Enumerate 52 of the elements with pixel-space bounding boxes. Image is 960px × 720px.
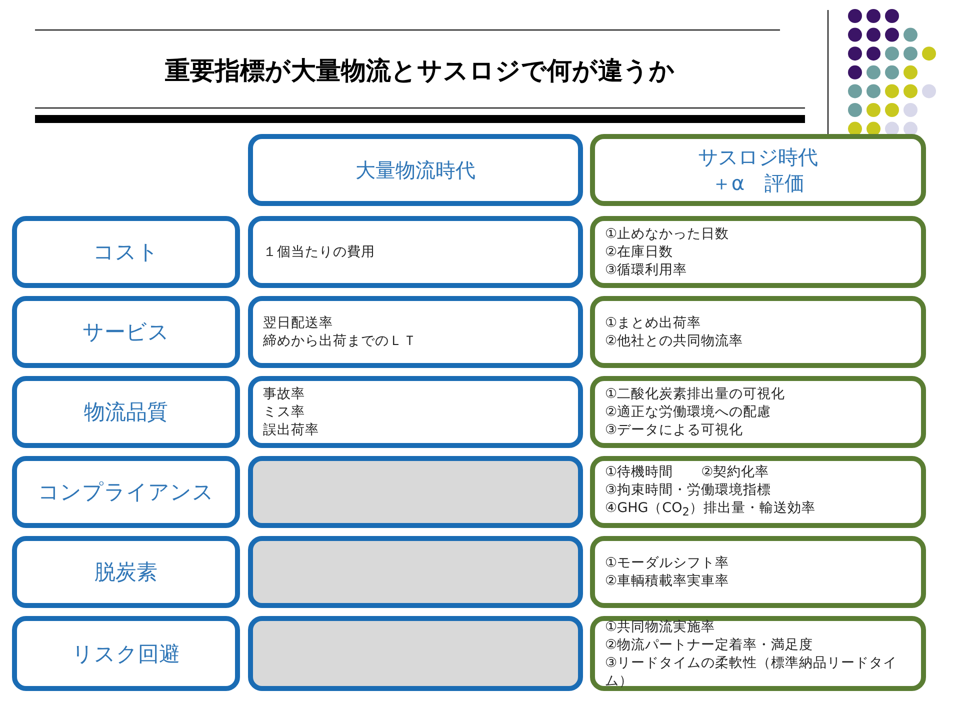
row-heading: コンプライアンス [38,479,214,506]
row-heading: サービス [82,319,170,346]
table-cell-box [590,536,926,608]
cell-text: ①まとめ出荷率 [605,314,702,332]
cell-text: 締めから出荷までのＬＴ [263,332,418,350]
row-header-box [12,216,240,288]
table-cell-box [590,296,926,368]
empty-cell-box [248,456,583,528]
cell-text: ①モーダルシフト率 [605,554,730,572]
cell-text: ②車輌積載率実車率 [605,572,730,590]
row-heading: リスク回避 [72,640,180,668]
table-cell-box [248,376,583,448]
table-cell-box [590,216,926,288]
cell-text: 翌日配送率 [263,314,334,332]
row-header-box [12,456,240,528]
table-cell-box [248,296,583,368]
cell-text: ③拘束時間・労働環境指標 [605,480,772,499]
cell-text: ②他社との共同物流率 [605,332,744,350]
cell-text: 誤出荷率 [263,421,320,439]
cell-text: 事故率 [263,385,306,403]
column-heading: ＋α 評価 [711,170,805,196]
row-heading: 脱炭素 [94,559,158,586]
table-cell-box [590,456,926,528]
row-heading: 物流品質 [84,399,168,426]
cell-text: ①共同物流実施率 [605,618,716,636]
row-header-box [12,376,240,448]
cell-text: ④GHG（CO$_{2}$）排出量・輸送効率 [605,498,816,520]
table-cell-box [248,216,583,288]
cell-text: ①待機時間 ②契約化率 [605,462,770,481]
column-header-box [590,134,926,206]
cell-text: ①二酸化炭素排出量の可視化 [605,385,786,403]
row-header-box [12,536,240,608]
table-cell-box [590,616,926,691]
row-header-box [12,296,240,368]
cell-text: １個当たりの費用 [263,243,376,261]
column-header-box [248,134,583,206]
title: 重要指標が大量物流とサスロジで何が違うか [164,55,676,87]
cell-text: ③データによる可視化 [605,421,744,439]
row-heading: コスト [93,239,159,266]
cell-text: ②在庫日数 [605,243,674,261]
cell-text: ②物流パートナー定着率・満足度 [605,636,814,654]
empty-cell-box [248,616,583,691]
row-header-box [12,616,240,691]
cell-text: ①止めなかった日数 [605,225,730,243]
empty-cell-box [248,536,583,608]
column-heading: 大量物流時代 [356,157,476,183]
cell-text: ③循環利用率 [605,261,688,279]
table-cell-box [590,376,926,448]
cell-text: ②適正な労働環境への配慮 [605,403,772,421]
column-heading: サスロジ時代 [698,144,818,170]
cell-text: ミス率 [263,403,306,421]
cell-text: ③リードタイムの柔軟性（標準納品リードタイム） [605,654,898,690]
